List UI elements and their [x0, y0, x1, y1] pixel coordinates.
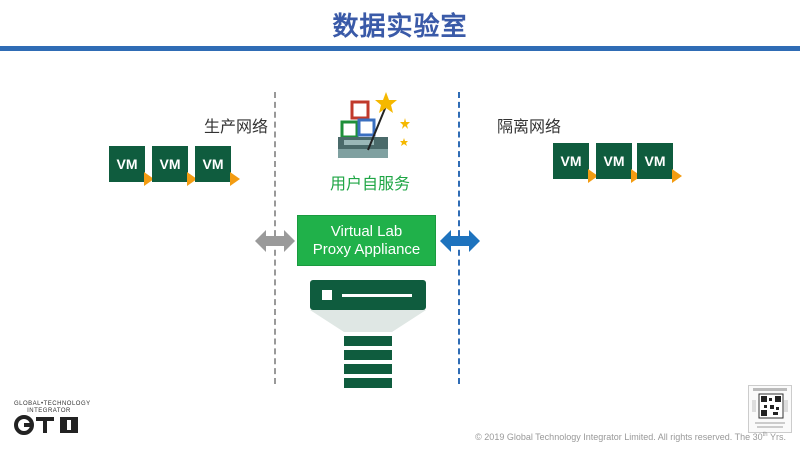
isolated-vm-3: VM [637, 143, 682, 183]
vm-corner-icon [672, 169, 682, 183]
gti-logo: GLOBAL•TECHNOLOGY INTEGRATOR [14, 401, 91, 440]
production-vm-3: VM [195, 146, 240, 186]
vm-corner-icon [631, 169, 641, 183]
gray-double-arrow-icon [255, 230, 295, 252]
production-vm-2: VM [152, 146, 197, 186]
server-storage-funnel-icon [310, 280, 426, 388]
production-vm-1: VM [109, 146, 154, 186]
isolated-network-label: 隔离网络 [497, 117, 562, 136]
logo-sub-text: INTEGRATOR [27, 408, 71, 414]
copyright-text: © 2019 Global Technology Integrator Limi… [475, 432, 786, 442]
vm-corner-icon [588, 169, 598, 183]
blue-double-arrow-icon [440, 230, 480, 252]
title-divider [0, 46, 800, 51]
logo-top-text: GLOBAL•TECHNOLOGY [14, 401, 91, 407]
virtual-lab-proxy-box: Virtual Lab Proxy Appliance [297, 215, 436, 266]
vm-corner-icon [144, 172, 154, 186]
self-service-label: 用户自服务 [329, 174, 410, 193]
proxy-line-1: Virtual Lab [330, 222, 403, 240]
qr-code-image [748, 385, 792, 433]
vm-corner-icon [230, 172, 240, 186]
page-title: 数据实验室 [332, 12, 468, 42]
self-service-blocks-icon [338, 92, 410, 158]
isolated-vm-2: VM [596, 143, 641, 183]
isolated-vm-1: VM [553, 143, 598, 183]
proxy-line-2: Proxy Appliance [312, 240, 421, 258]
gti-mark-icon [14, 415, 78, 435]
production-network-label: 生产网络 [204, 117, 269, 136]
vm-corner-icon [187, 172, 197, 186]
